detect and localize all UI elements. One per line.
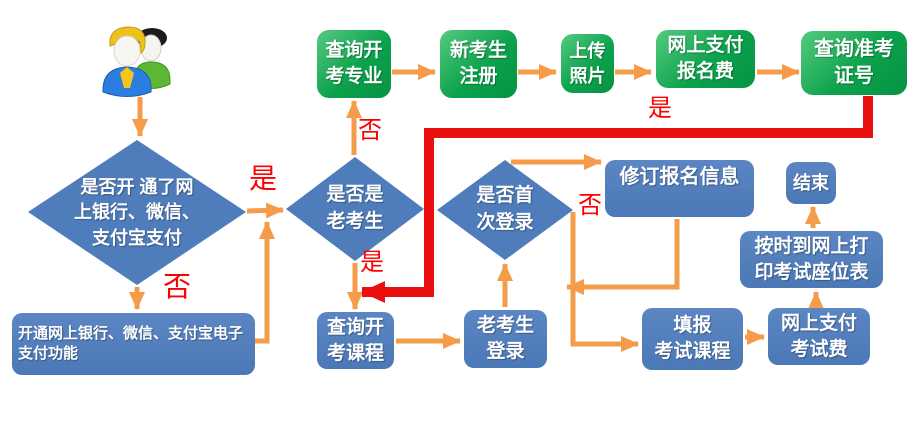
edge-label-d2-no: 否 bbox=[358, 118, 382, 144]
decision-net-payment: 是否开 通了网 上银行、微信、 支付宝支付 bbox=[74, 177, 200, 248]
node-query-open-courses: 查询开 考课程 bbox=[317, 312, 394, 369]
decision-net-payment-shape bbox=[28, 140, 246, 285]
node-query-admission-ticket: 查询准考 证号 bbox=[801, 31, 907, 95]
node-query-open-majors: 查询开 考专业 bbox=[317, 30, 391, 98]
decision-old-candidate: 是否是 老考生 bbox=[326, 184, 384, 232]
decision-first-login-shape bbox=[437, 160, 573, 260]
node-pay-exam-fee: 网上支付 考试费 bbox=[768, 308, 870, 365]
users-icon bbox=[102, 26, 171, 97]
decision-old-candidate-shape bbox=[286, 157, 424, 261]
node-end: 结束 bbox=[786, 162, 836, 204]
arrow-d3-no-to-fill-courses bbox=[570, 212, 639, 352]
edge-label-d1-no: 否 bbox=[163, 272, 192, 303]
node-revise-registration-info: 修订报名信息 bbox=[605, 160, 754, 217]
node-print-seat-table: 按时到网上打 印考试座位表 bbox=[740, 231, 883, 288]
edge-label-d3-no: 否 bbox=[578, 193, 602, 219]
decision-first-login: 是否首 次登录 bbox=[476, 185, 534, 233]
arrow-revise-info-merge bbox=[566, 219, 680, 295]
node-old-candidate-login: 老考生 登录 bbox=[464, 310, 547, 368]
arrow-d1-yes-to-d2 bbox=[246, 202, 284, 219]
edge-label-d2-yes: 是 bbox=[360, 250, 384, 276]
node-new-candidate-register: 新考生 注册 bbox=[440, 30, 517, 98]
edge-label-d1-yes: 是 bbox=[249, 164, 278, 195]
arrow-red-ticket-to-query-courses bbox=[361, 96, 873, 303]
node-open-net-payment: 开通网上银行、微信、支付宝电子 支付功能 bbox=[12, 313, 255, 375]
node-pay-registration-fee: 网上支付 报名费 bbox=[656, 30, 755, 88]
node-upload-photo: 上传 照片 bbox=[561, 34, 614, 93]
edge-label-red-path-yes: 是 bbox=[648, 96, 672, 122]
node-fill-exam-courses: 填报 考试课程 bbox=[642, 308, 743, 370]
arrow-open-payment-merge bbox=[254, 221, 275, 344]
